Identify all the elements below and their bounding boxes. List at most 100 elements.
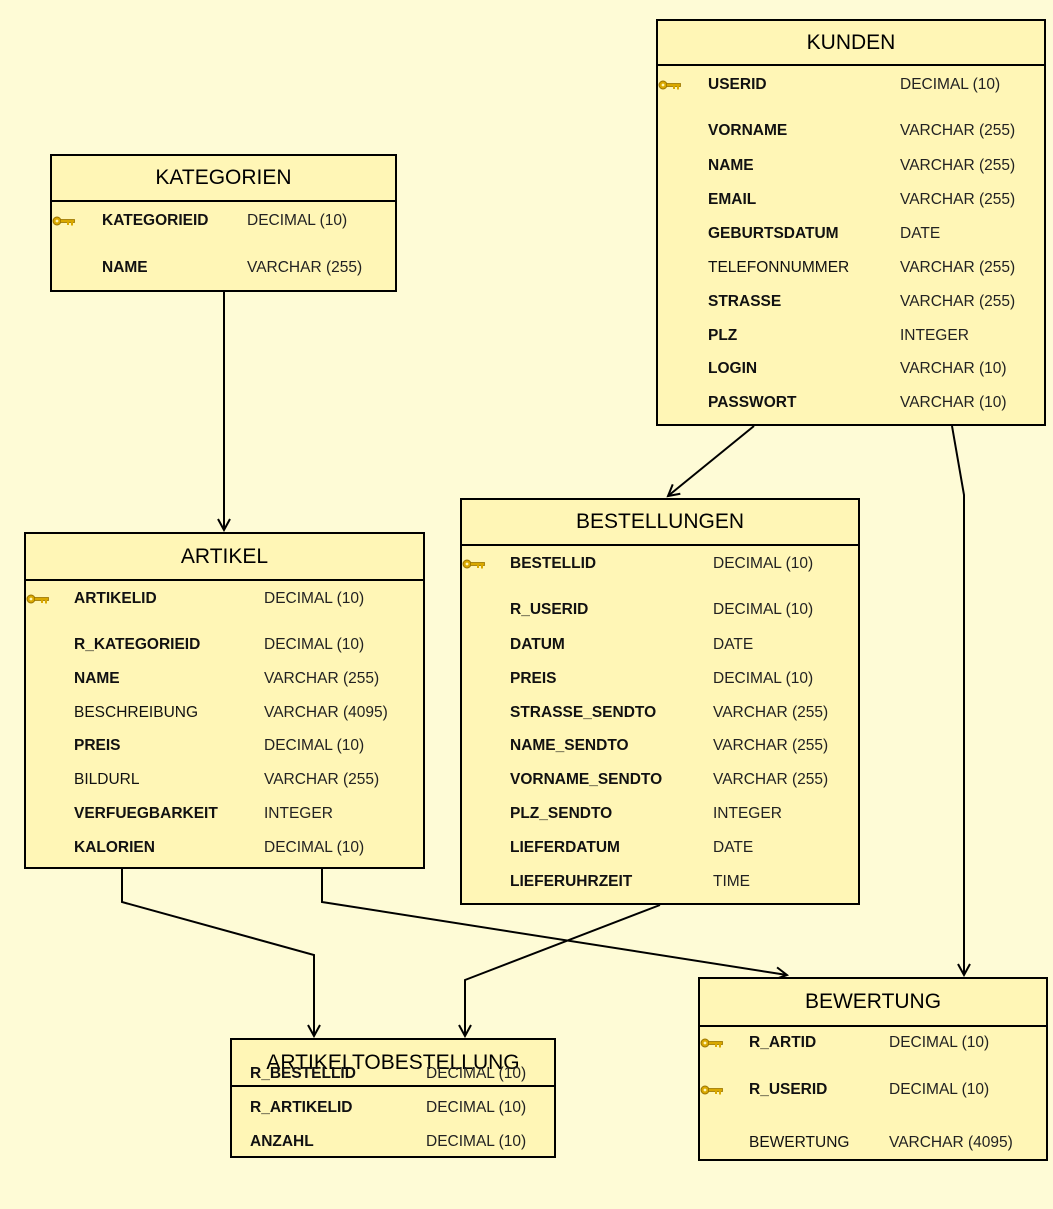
- column-type: DECIMAL (10): [426, 1133, 527, 1150]
- column-name: R_ARTIKELID: [250, 1099, 353, 1116]
- column-row[interactable]: PLZ_SENDTO INTEGER: [462, 801, 858, 827]
- column-type: VARCHAR (255): [900, 122, 1016, 139]
- column-row[interactable]: BESCHREIBUNG VARCHAR (4095): [26, 700, 423, 726]
- column-type: VARCHAR (255): [900, 157, 1016, 174]
- column-type: DATE: [713, 636, 754, 653]
- column-name: R_USERID: [749, 1081, 828, 1098]
- column-name: GEBURTSDATUM: [708, 225, 839, 242]
- column-name: NAME: [74, 670, 120, 687]
- column-name: KATEGORIEID: [102, 212, 209, 229]
- table-title: KUNDEN: [658, 21, 1044, 66]
- column-row[interactable]: LIEFERDATUM DATE: [462, 835, 858, 861]
- column-name: BEWERTUNG: [749, 1134, 850, 1151]
- column-type: DECIMAL (10): [900, 76, 1001, 93]
- column-type: VARCHAR (4095): [264, 704, 388, 721]
- column-name: VORNAME_SENDTO: [510, 771, 663, 788]
- column-type: DECIMAL (10): [264, 590, 365, 607]
- column-name: LIEFERUHRZEIT: [510, 873, 633, 890]
- column-name: STRASSE: [708, 293, 782, 310]
- column-type: DECIMAL (10): [713, 670, 814, 687]
- column-type: VARCHAR (255): [900, 293, 1016, 310]
- column-name: STRASSE_SENDTO: [510, 704, 657, 721]
- column-type: DECIMAL (10): [713, 601, 814, 618]
- column-row[interactable]: PREIS DECIMAL (10): [26, 733, 423, 759]
- column-type: INTEGER: [264, 805, 333, 822]
- column-type: VARCHAR (4095): [889, 1134, 1013, 1151]
- column-type: VARCHAR (10): [900, 394, 1007, 411]
- column-row[interactable]: VORNAME VARCHAR (255): [658, 118, 1044, 144]
- primary-key-icon: [658, 80, 681, 90]
- column-name: R_USERID: [510, 601, 589, 618]
- column-name: NAME: [708, 157, 754, 174]
- primary-key-icon: [26, 594, 49, 604]
- column-row[interactable]: ARTIKELID DECIMAL (10): [26, 586, 423, 612]
- column-type: DECIMAL (10): [889, 1081, 990, 1098]
- column-row[interactable]: R_USERID DECIMAL (10): [462, 597, 858, 623]
- column-name: PLZ_SENDTO: [510, 805, 613, 822]
- column-name: BESCHREIBUNG: [74, 704, 199, 721]
- column-name: VORNAME: [708, 122, 788, 139]
- column-name: PREIS: [510, 670, 557, 687]
- table-kunden[interactable]: KUNDEN USERID DECIMAL (10) VORNAME VARCHAR (…: [656, 19, 1046, 426]
- primary-key-icon: [700, 1085, 723, 1095]
- relationship-bestellungen-to-artikeltobestellung: [465, 904, 661, 1036]
- column-name: ARTIKELID: [74, 590, 157, 607]
- column-row[interactable]: BEWERTUNG VARCHAR (4095): [700, 1130, 1046, 1156]
- column-row[interactable]: STRASSE VARCHAR (255): [658, 289, 1044, 315]
- table-title: KATEGORIEN: [52, 156, 395, 202]
- column-type: DECIMAL (10): [713, 555, 814, 572]
- primary-key-icon: [462, 559, 485, 569]
- column-type: DECIMAL (10): [264, 737, 365, 754]
- column-type: DECIMAL (10): [264, 636, 365, 653]
- column-type: INTEGER: [900, 327, 969, 344]
- column-row[interactable]: ANZAHL DECIMAL (10): [232, 1129, 554, 1155]
- column-name: USERID: [708, 76, 767, 93]
- column-name: LIEFERDATUM: [510, 839, 620, 856]
- column-type: VARCHAR (255): [900, 259, 1016, 276]
- column-name: KALORIEN: [74, 839, 155, 856]
- relationship-artikel-to-artikeltobestellung: [121, 869, 314, 1036]
- column-name: R_BESTELLID: [250, 1065, 356, 1082]
- table-title: BESTELLUNGEN: [462, 500, 858, 546]
- column-row[interactable]: USERID DECIMAL (10): [658, 72, 1044, 98]
- relationship-kunden-to-bewertung: [951, 425, 964, 975]
- column-name: EMAIL: [708, 191, 757, 208]
- column-name: PREIS: [74, 737, 121, 754]
- column-row[interactable]: PREIS DECIMAL (10): [462, 666, 858, 692]
- column-type: VARCHAR (255): [264, 771, 380, 788]
- column-type: DATE: [713, 839, 754, 856]
- table-title: BEWERTUNG: [700, 979, 1046, 1027]
- column-row[interactable]: NAME VARCHAR (255): [658, 153, 1044, 179]
- column-type: INTEGER: [713, 805, 782, 822]
- column-name: ANZAHL: [250, 1133, 314, 1150]
- column-row[interactable]: R_USERID DECIMAL (10): [700, 1077, 1046, 1103]
